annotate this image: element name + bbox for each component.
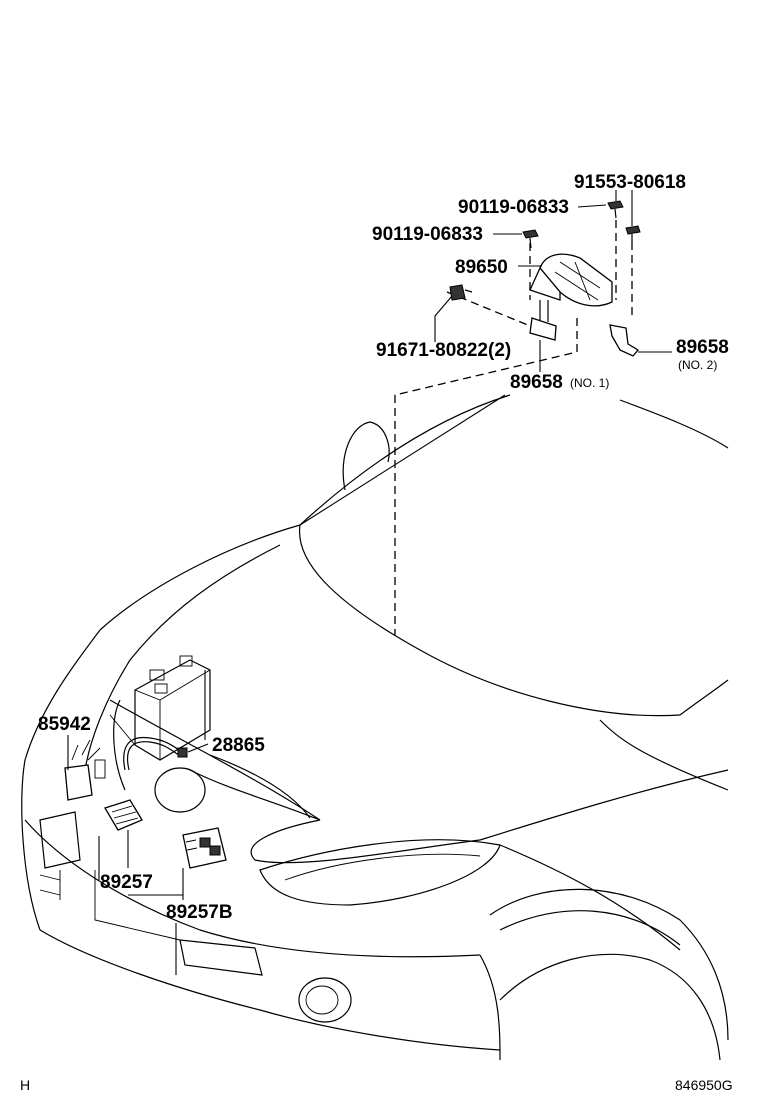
bolt-90119-b-icon [607,200,624,219]
sensor-89650-icon [529,253,613,307]
front-sensors [64,736,227,869]
label-28865: 28865 [212,735,265,756]
label-90119-06833-lower: 90119-06833 [372,224,483,245]
label-89257: 89257 [100,872,153,893]
height-control-sensor-assembly [449,200,641,357]
label-91671-80822: 91671-80822(2) [376,340,511,361]
vehicle-outline [21,394,729,1061]
label-91553-80618: 91553-80618 [574,172,686,193]
label-89257b: 89257B [166,902,233,923]
label-89658-no1-note: (NO. 1) [570,376,609,390]
sensor-85942-icon [64,739,106,801]
harness-28865-icon [123,736,188,771]
footer-figure-id: 846950G [675,1077,733,1093]
bolt-91671-icon [449,284,473,301]
label-89658-no2-note: (NO. 2) [678,358,717,372]
module-89257b-icon [182,827,227,869]
footer-left-code: H [20,1077,30,1093]
label-85942: 85942 [38,714,91,735]
bolt-91553-icon [625,225,641,242]
link-89658-no1-icon [529,300,557,341]
link-89658-no2-icon [609,324,639,357]
label-89658-no2: 89658 [676,337,729,358]
label-89650: 89650 [455,257,508,278]
bolt-90119-a-icon [522,229,539,249]
label-89658-no1: 89658 [510,372,563,393]
module-89257-icon [104,799,143,831]
leader-lines [67,190,672,975]
label-90119-06833-upper: 90119-06833 [458,197,569,218]
